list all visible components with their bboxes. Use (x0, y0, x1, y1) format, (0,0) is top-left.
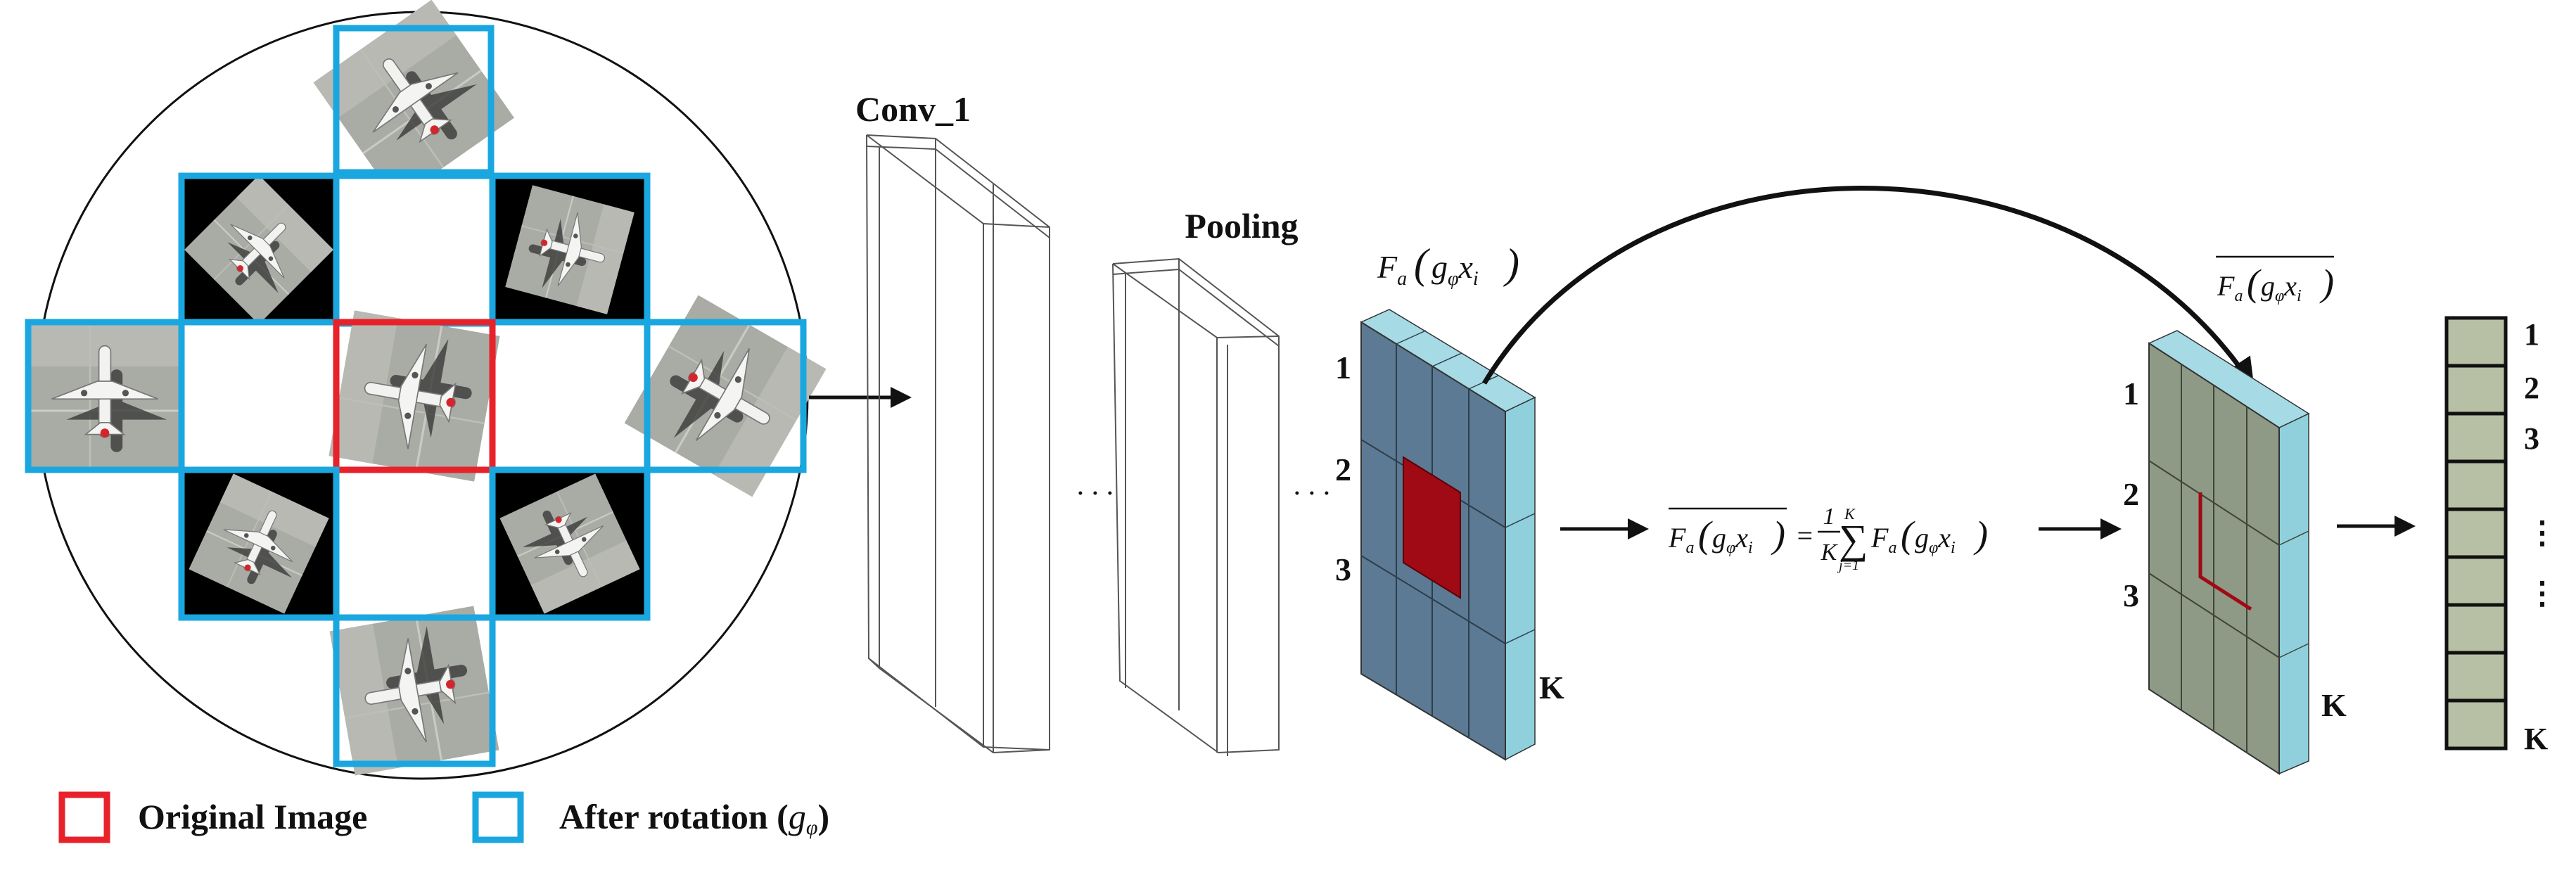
vector-label-k: K (2524, 722, 2548, 756)
svg-text:gφxi: gφxi (1915, 522, 1956, 557)
feature-map-highlight (1403, 456, 1461, 599)
svg-text:gφxi: gφxi (1712, 522, 1753, 557)
center-right-cell (489, 319, 651, 473)
legend: Original Image After rotation (gφ) (58, 791, 829, 843)
legend-rotation-label: After rotation (gφ) (559, 797, 829, 839)
vector-cell (2444, 698, 2508, 751)
svg-text:gφxi: gφxi (1432, 249, 1479, 290)
feature-map-label: Fa ( gφxi ) (1377, 241, 1519, 290)
svg-text:Fa: Fa (1870, 522, 1896, 557)
svg-text:gφxi: gφxi (2261, 270, 2302, 305)
rotated-image-0 (312, 0, 516, 202)
legend-rotation-swatch (472, 791, 524, 843)
svg-text:=: = (1795, 520, 1814, 551)
feature-map-block (1360, 309, 1536, 761)
svg-text:∑: ∑ (1839, 516, 1868, 562)
ellipsis-1: · · · (1076, 478, 1114, 510)
pooled-map-label: Fa ( gφxi ) (2216, 255, 2334, 305)
ellipsis-2: · · · (1293, 478, 1330, 510)
svg-text:j=1: j=1 (1837, 558, 1859, 573)
svg-text:K: K (1821, 539, 1839, 566)
vector-label-1: 1 (2524, 317, 2539, 352)
center-bottom-cell (333, 466, 496, 621)
feature-row-2: 2 (1335, 452, 1351, 487)
rotated-image-180 (329, 604, 500, 777)
feature-row-3: 3 (1335, 551, 1351, 587)
vector-cell (2444, 651, 2508, 703)
pooling-block (1112, 257, 1280, 756)
output-vector (2444, 316, 2508, 751)
vector-cell (2444, 411, 2508, 464)
vector-label-2: 2 (2524, 371, 2539, 405)
pooled-row-3: 3 (2123, 577, 2139, 613)
vector-cell (2444, 316, 2508, 368)
legend-original-swatch (58, 791, 110, 843)
svg-text:): ) (1973, 513, 1988, 556)
center-top-cell (333, 172, 496, 327)
vector-cell (2444, 555, 2508, 607)
pooled-row-k: K (2321, 687, 2347, 723)
rotation-circle-group (25, 0, 828, 780)
svg-text:K: K (1844, 505, 1856, 523)
mean-equation: Fa ( gφxi ) = 1 K K ∑ j=1 Fa ( gφxi ) (1668, 504, 1988, 573)
vector-cell (2444, 603, 2508, 655)
rotated-image-225 (489, 466, 651, 621)
center-left-cell (178, 319, 340, 473)
feature-row-k: K (1539, 670, 1564, 705)
pooling-label: Pooling (1185, 206, 1298, 245)
svg-text:): ) (1771, 513, 1785, 556)
svg-text:): ) (1503, 241, 1519, 287)
pooled-map-block (2148, 330, 2310, 775)
conv1-block (866, 134, 1050, 754)
feature-row-1: 1 (1335, 350, 1351, 385)
rotated-image-135 (178, 466, 340, 621)
svg-text:Fa: Fa (1668, 522, 1694, 557)
vector-cell (2444, 507, 2508, 559)
svg-text:Fa: Fa (1377, 249, 1407, 290)
conv1-label: Conv_1 (855, 89, 971, 129)
vector-cell (2444, 364, 2508, 416)
pooled-row-2: 2 (2123, 476, 2139, 512)
vector-label-dots-1: ⋮ (2527, 516, 2558, 550)
rotated-image-45 (178, 172, 340, 327)
vector-cell (2444, 459, 2508, 511)
vector-label-3: 3 (2524, 421, 2539, 456)
rotated-image-90 (25, 319, 185, 473)
svg-text:(: ( (1901, 513, 1915, 556)
pooled-row-1: 1 (2123, 376, 2139, 411)
svg-text:): ) (2319, 262, 2334, 304)
vector-label-dots-2: ⋮ (2527, 576, 2558, 611)
svg-text:(: ( (1698, 513, 1713, 556)
original-image (328, 309, 501, 483)
rotated-image-270 (623, 293, 828, 499)
svg-text:Fa: Fa (2217, 270, 2243, 305)
legend-original-label: Original Image (138, 797, 367, 836)
svg-text:(: ( (2247, 262, 2262, 304)
svg-text:(: ( (1414, 241, 1431, 287)
skip-arrow (1482, 186, 2255, 388)
svg-text:1: 1 (1823, 504, 1835, 530)
